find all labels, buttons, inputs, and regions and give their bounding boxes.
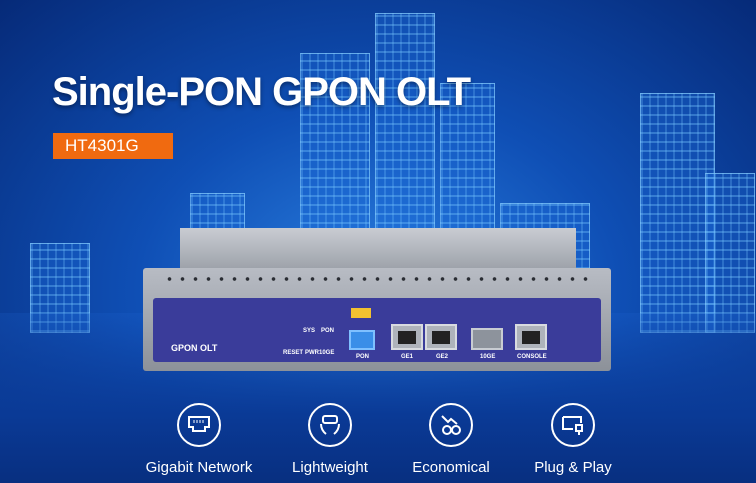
pon-port [349, 330, 375, 350]
ge1-port [391, 324, 423, 350]
port-label: GE1 [401, 354, 414, 360]
laser-warning-icon [351, 308, 371, 318]
feature-label: Gigabit Network [145, 459, 253, 476]
led-label: PWR [305, 350, 319, 356]
model-badge: HT4301G [53, 133, 173, 159]
console-port [515, 324, 547, 350]
port-label: GE2 [436, 354, 449, 360]
port-label: PON [356, 354, 370, 360]
port-label: CONSOLE [517, 354, 547, 360]
sfp-port [471, 328, 503, 350]
port-label: 10GE [480, 354, 496, 360]
feature-lightweight: Lightweight [270, 403, 390, 476]
feature-economical: Economical [391, 403, 511, 476]
feature-label: Plug & Play [534, 459, 612, 476]
reset-label: RESET [283, 350, 304, 356]
feature-gigabit: Gigabit Network [139, 403, 259, 476]
led-label: SYS [303, 328, 316, 334]
ge2-port [425, 324, 457, 350]
coins-down-icon [429, 403, 473, 447]
led-label: 10GE [319, 350, 335, 356]
feature-label: Economical [412, 459, 490, 476]
feature-label: Lightweight [292, 459, 368, 476]
device-label: GPON OLT [171, 343, 218, 353]
led-label: PON [321, 328, 335, 334]
plug-icon [551, 403, 595, 447]
feature-plug-play: Plug & Play [513, 403, 633, 476]
lightweight-icon [308, 403, 352, 447]
ethernet-port-icon [177, 403, 221, 447]
page-title: Single-PON GPON OLT [52, 70, 471, 114]
